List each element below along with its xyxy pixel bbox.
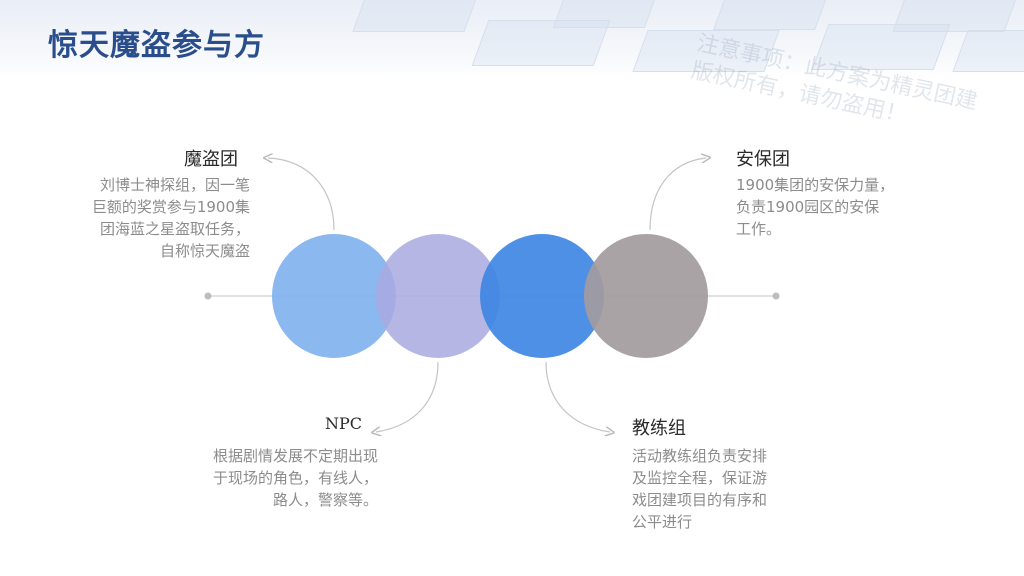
label-modaotuan: 魔盗团	[184, 149, 238, 170]
circle-anbaotuan	[584, 234, 708, 358]
desc-anbaotuan: 1900集团的安保力量， 负责1900园区的安保 工作。	[736, 176, 895, 238]
desc-jiaolianzu: 活动教练组负责安排 及监控全程，保证游 戏团建项目的有序和 公平进行	[632, 447, 768, 531]
circle-modaotuan	[272, 234, 396, 358]
header-band	[0, 0, 1024, 78]
connector-anbaotuan	[649, 158, 706, 231]
axis-endpoint-left	[204, 292, 212, 300]
page-title: 惊天魔盗参与方	[48, 28, 265, 63]
circle-jiaolianzu	[480, 234, 604, 358]
connector-modaotuan	[268, 158, 335, 231]
connector-jiaolianzu	[545, 361, 610, 432]
label-npc: NPC	[325, 414, 363, 433]
desc-npc: 根据剧情发展不定期出现 于现场的角色，有线人， 路人，警察等。	[212, 447, 378, 509]
label-anbaotuan: 安保团	[736, 149, 790, 170]
desc-modaotuan: 刘博士神探组，因一笔 巨额的奖赏参与1900集 团海蓝之星盗取任务， 自称惊天魔…	[91, 176, 250, 260]
label-jiaolianzu: 教练组	[632, 418, 686, 439]
circle-npc	[376, 234, 500, 358]
connector-npc	[376, 361, 439, 432]
axis-endpoint-right	[772, 292, 780, 300]
